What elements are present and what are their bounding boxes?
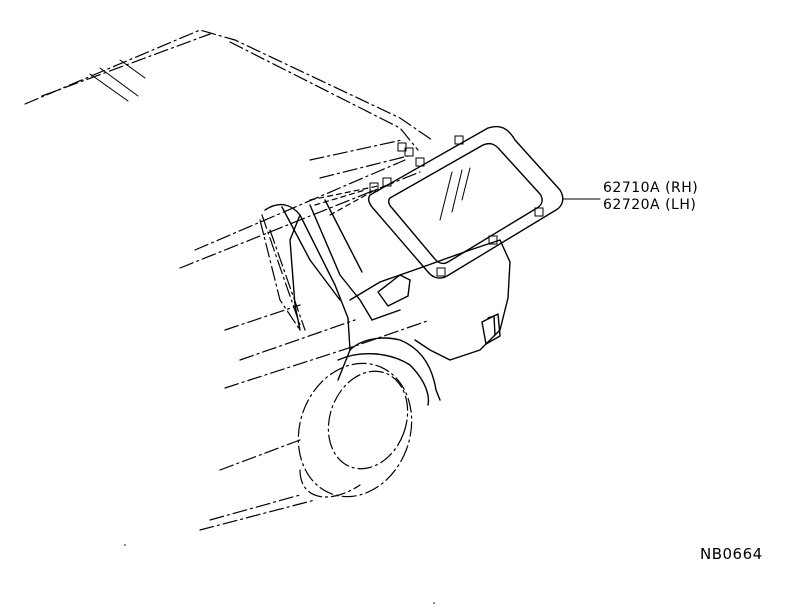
quarter-window-glass: [367, 125, 564, 279]
vehicle-roof: [24, 29, 433, 179]
vehicle-body: [179, 159, 431, 531]
mounting-clips: [309, 142, 425, 216]
rear-wheel: [297, 362, 413, 498]
part-number-lh-label: 62720A (LH): [603, 197, 697, 213]
scan-dots: [124, 544, 435, 604]
drawing-id-label: NB0664: [700, 545, 763, 563]
quarter-panel: [264, 199, 511, 406]
part-number-rh-label: 62710A (RH): [603, 180, 699, 196]
